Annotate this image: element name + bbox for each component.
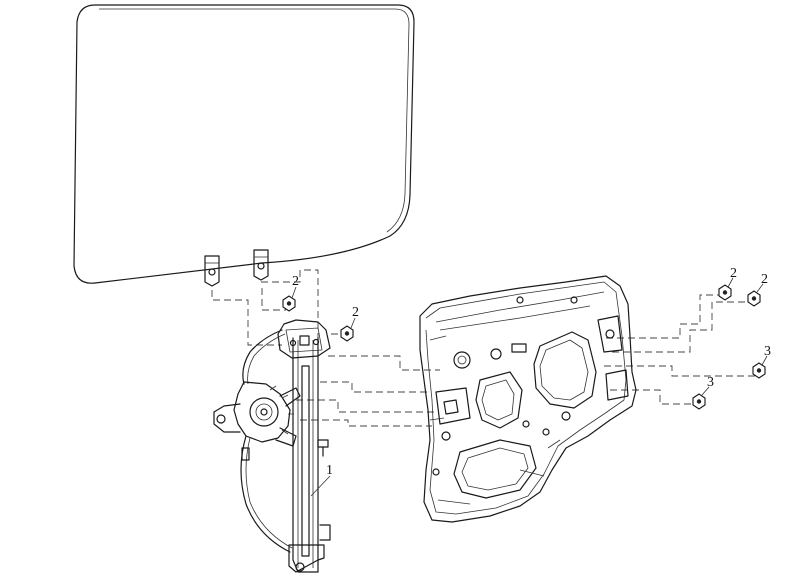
callout-nut-regulator-top: 2 <box>352 305 359 320</box>
glass-clip-left <box>204 255 220 287</box>
assembly-lines <box>211 269 755 427</box>
callout-nut-panel-a: 2 <box>730 266 737 281</box>
nut-glass-clip <box>282 295 296 312</box>
door-inner-panel <box>419 275 637 523</box>
callout-nut-panel-d: 3 <box>707 375 714 390</box>
nut-panel-a <box>718 284 732 301</box>
nut-panel-b <box>747 290 761 307</box>
door-glass <box>73 4 415 287</box>
regulator-bolt <box>317 439 329 457</box>
callout-leaders <box>291 277 768 396</box>
callout-regulator: 1 <box>326 463 333 478</box>
nut-regulator-top <box>340 325 354 342</box>
glass-clip-right <box>253 249 269 281</box>
callout-bolt-glass-clip: 2 <box>292 274 299 289</box>
callout-nut-panel-c: 3 <box>764 344 771 359</box>
callout-nut-panel-b: 2 <box>761 272 768 287</box>
nut-panel-d <box>692 393 706 410</box>
window-regulator <box>213 319 331 573</box>
nut-panel-c <box>752 362 766 379</box>
